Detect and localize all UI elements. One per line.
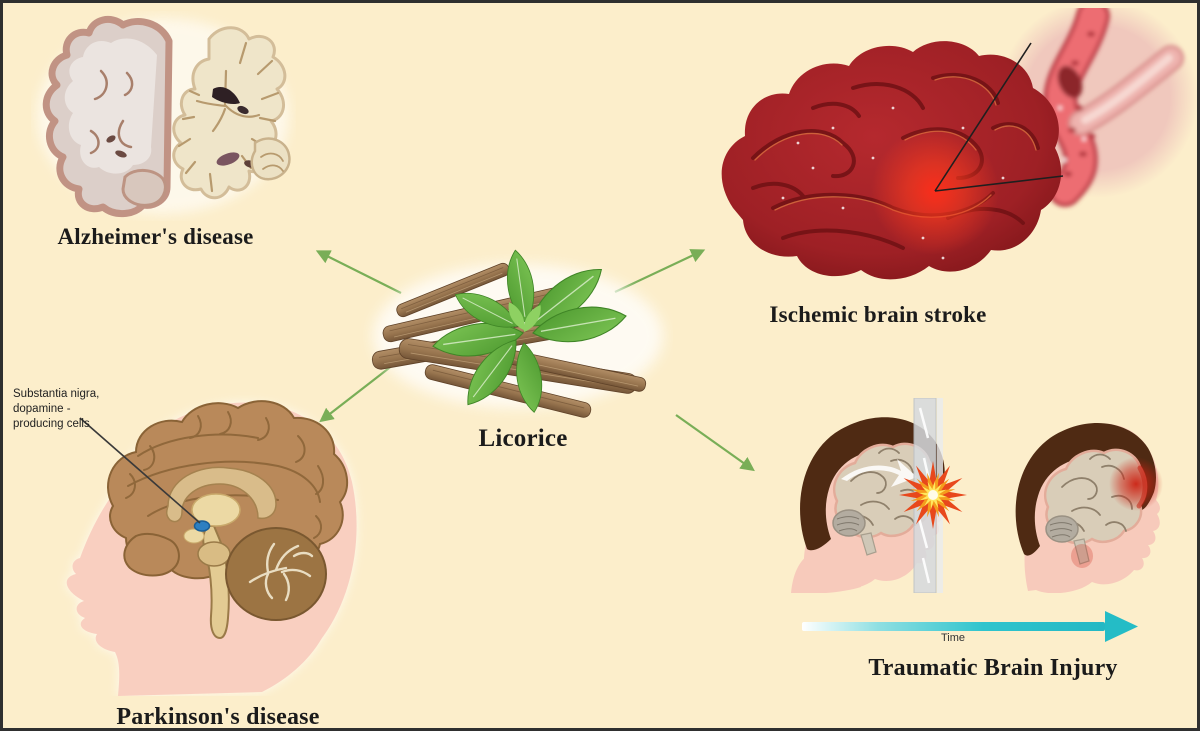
- contusion-glow: [1109, 457, 1163, 511]
- connector-arrows: [315, 249, 755, 472]
- tbi-head-injured: [1015, 423, 1163, 593]
- cerebellum: [225, 527, 327, 621]
- alzheimers-label: Alzheimer's disease: [57, 224, 254, 249]
- sagittal-brain: [107, 400, 349, 640]
- licorice-illustration: [371, 249, 663, 418]
- red-brain: [721, 41, 1062, 280]
- alzheimers-brain-illustration: [37, 15, 291, 217]
- healthy-brain-section: [42, 15, 173, 217]
- annotation-line: Substantia nigra,: [13, 388, 100, 400]
- arrow-to-tbi: [675, 414, 755, 472]
- annotation-line: dopamine -: [13, 402, 71, 415]
- brain: [1043, 448, 1163, 568]
- time-arrow: [802, 611, 1138, 642]
- stroke-brain-illustration: [721, 8, 1197, 280]
- motion-arrow: [841, 459, 917, 487]
- time-label: Time: [940, 632, 966, 644]
- ischemic-stroke-label: Ischemic brain stroke: [769, 302, 987, 327]
- licorice-leaves: [432, 249, 627, 413]
- substantia-nigra-dot: [193, 520, 211, 532]
- tbi-heads-illustration: [791, 398, 1163, 593]
- substantia-nigra-annotation: Substantia nigra, dopamine - producing c…: [13, 387, 143, 432]
- annotation-line: producing cells: [13, 417, 90, 430]
- inset-pointer-lines: [934, 42, 1064, 192]
- licorice-label: Licorice: [478, 425, 568, 452]
- arrow-to-parkinsons: [319, 364, 394, 423]
- arrow-to-alzheimers: [315, 250, 402, 294]
- impact-starburst: [899, 461, 967, 529]
- alzheimers-brain-section: [172, 26, 291, 200]
- parkinsons-head-illustration: [66, 400, 357, 696]
- arrow-to-stroke: [614, 249, 706, 293]
- tbi-label: Traumatic Brain Injury: [868, 655, 1118, 681]
- parkinsons-label: Parkinson's disease: [116, 704, 320, 730]
- tbi-head-impact: [791, 417, 945, 593]
- annotation-pointer-line: [79, 417, 201, 524]
